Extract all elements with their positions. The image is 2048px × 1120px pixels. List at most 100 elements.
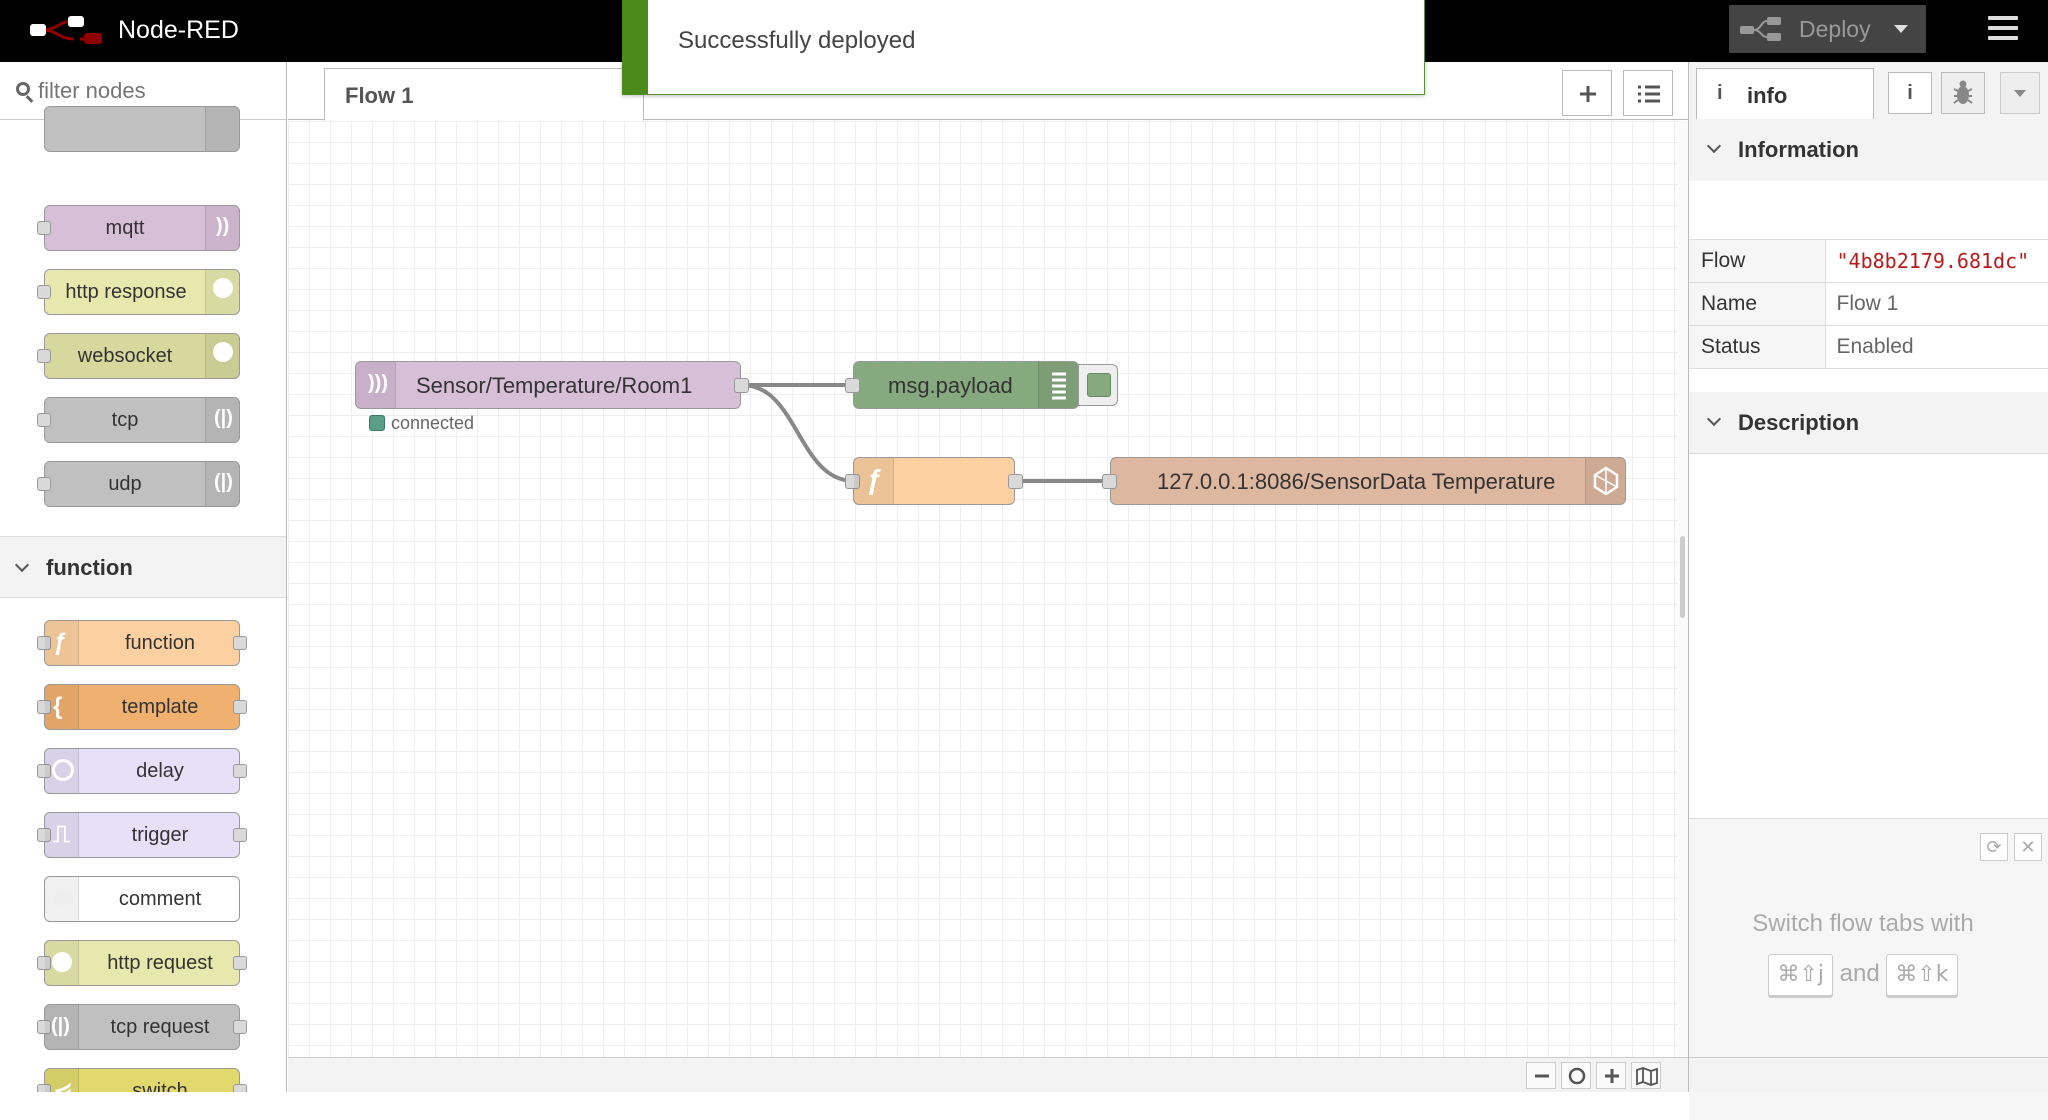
- flow-canvas[interactable]: ))) Sensor/Temperature/Room1 connected m…: [288, 121, 1678, 1057]
- palette-node-label: mqtt: [105, 217, 145, 239]
- broadcast-icon: ))): [356, 362, 396, 408]
- template-icon: {: [45, 685, 79, 729]
- table-row: Status Enabled: [1689, 325, 2048, 369]
- section-description-header[interactable]: Description: [1689, 392, 2048, 454]
- palette-node-label: http response: [65, 281, 187, 303]
- palette-node-websocket[interactable]: websocket: [37, 333, 240, 379]
- switch-icon: ⋞: [45, 1069, 79, 1092]
- palette-node-udp[interactable]: udp (|): [37, 461, 240, 507]
- globe-icon: [205, 270, 239, 314]
- sidebar-footer: [1689, 1057, 2048, 1092]
- section-information-header[interactable]: Information: [1689, 119, 2048, 181]
- zoom-in-button[interactable]: [1596, 1062, 1626, 1089]
- info-key: Flow: [1689, 239, 1826, 283]
- canvas-scrollbar[interactable]: [1678, 121, 1688, 1057]
- info-icon: i: [1907, 82, 1913, 104]
- sidebar-tabs: i info i: [1689, 62, 2048, 121]
- sidebar: i info i Information Flow "4b8b2179.681d…: [1688, 62, 2048, 1120]
- plus-icon: [1580, 86, 1596, 102]
- minus-icon: [1535, 1074, 1549, 1078]
- chevron-down-icon: [1706, 138, 1722, 154]
- tip-text: Switch flow tabs with ⌘⇧j and ⌘⇧k: [1689, 899, 2037, 999]
- palette-node-trigger[interactable]: ⎍ trigger: [37, 812, 247, 858]
- palette-node-http-request[interactable]: http request: [37, 940, 247, 986]
- node-palette: mqtt )) http response websocket tcp (|) …: [0, 62, 287, 1092]
- palette-node-switch[interactable]: ⋞ switch: [37, 1068, 247, 1092]
- info-table: Flow "4b8b2179.681dc" Name Flow 1 Status…: [1689, 239, 2048, 369]
- broadcast-icon: (|): [45, 1005, 79, 1049]
- palette-node-http-response[interactable]: http response: [37, 269, 240, 315]
- palette-node-partial[interactable]: [44, 106, 240, 152]
- map-icon: [1636, 1067, 1658, 1086]
- zoom-reset-button[interactable]: [1561, 1062, 1591, 1089]
- broadcast-icon: )): [205, 206, 239, 250]
- broadcast-icon: (|): [205, 462, 239, 506]
- flow-node-influxdb-out[interactable]: 127.0.0.1:8086/SensorData Temperature: [1102, 457, 1626, 505]
- input-port[interactable]: [1102, 474, 1117, 489]
- database-icon: [1585, 458, 1625, 504]
- info-value: "4b8b2179.681dc": [1825, 239, 2048, 283]
- palette-node-tcp[interactable]: tcp (|): [37, 397, 240, 443]
- palette-node-tcp-request[interactable]: (|) tcp request: [37, 1004, 247, 1050]
- palette-node-label: udp: [108, 473, 142, 495]
- tab-debug-button[interactable]: [1941, 72, 1985, 114]
- tab-info-icon-button[interactable]: i: [1888, 72, 1932, 114]
- flow-node-label: msg.payload: [888, 373, 1013, 398]
- category-label: function: [46, 555, 133, 580]
- table-row: Flow "4b8b2179.681dc": [1689, 239, 2048, 283]
- tab-label: Flow 1: [345, 83, 414, 108]
- add-flow-button[interactable]: [1562, 70, 1612, 116]
- palette-node-label: comment: [118, 888, 202, 910]
- palette-category-function-header[interactable]: function: [0, 536, 286, 598]
- deploy-icon: [1740, 17, 1781, 41]
- chevron-down-icon: [14, 557, 30, 573]
- palette-node-function[interactable]: ƒ function: [37, 620, 247, 666]
- palette-node-comment[interactable]: comment: [44, 876, 240, 922]
- flow-node-function[interactable]: ƒ: [845, 457, 1023, 505]
- deploy-button[interactable]: Deploy: [1729, 5, 1926, 53]
- input-port[interactable]: [845, 378, 860, 393]
- deploy-caret-icon[interactable]: [1894, 25, 1908, 33]
- palette-node-label: template: [121, 696, 199, 718]
- timer-icon: [45, 749, 79, 793]
- deploy-label: Deploy: [1799, 15, 1871, 42]
- function-icon: ƒ: [45, 621, 79, 665]
- navigator-button[interactable]: [1631, 1062, 1661, 1089]
- filter-nodes-input[interactable]: [38, 76, 268, 106]
- debug-toggle-button[interactable]: [1078, 364, 1118, 406]
- shortcut-key: ⌘⇧j: [1768, 954, 1833, 996]
- broadcast-icon: (|): [205, 398, 239, 442]
- info-key: Status: [1689, 325, 1826, 369]
- flow-node-label: Sensor/Temperature/Room1: [416, 373, 693, 398]
- trigger-icon: ⎍: [45, 813, 79, 857]
- output-port[interactable]: [734, 378, 749, 393]
- circle-icon: [1568, 1067, 1586, 1085]
- chevron-down-icon: [2014, 90, 2026, 98]
- list-flows-button[interactable]: [1623, 70, 1673, 116]
- output-port[interactable]: [1008, 474, 1023, 489]
- info-icon: i: [1717, 82, 1723, 104]
- input-port[interactable]: [845, 474, 860, 489]
- flow-node-mqtt-in[interactable]: ))) Sensor/Temperature/Room1: [355, 361, 749, 409]
- app-title: Node-RED: [118, 15, 239, 44]
- bug-icon: [1953, 80, 1973, 104]
- globe-icon: [205, 334, 239, 378]
- plus-icon: [1605, 1069, 1619, 1083]
- sidebar-tab-menu-button[interactable]: [2000, 72, 2040, 114]
- deploy-notification: Successfully deployed: [622, 0, 1425, 95]
- refresh-icon[interactable]: ⟳: [1980, 833, 2008, 861]
- close-icon[interactable]: ✕: [2014, 833, 2042, 861]
- zoom-out-button[interactable]: [1526, 1062, 1556, 1089]
- section-label: Information: [1738, 137, 1859, 162]
- palette-node-mqtt[interactable]: mqtt )): [37, 205, 240, 251]
- section-label: Description: [1738, 410, 1860, 435]
- palette-category-network: mqtt )) http response websocket tcp (|) …: [0, 106, 286, 536]
- debug-list-icon: [1038, 362, 1078, 408]
- palette-node-delay[interactable]: delay: [37, 748, 247, 794]
- info-value: Flow 1: [1825, 282, 2048, 326]
- flow-node-debug[interactable]: msg.payload: [845, 361, 1079, 409]
- tab-info[interactable]: i info: [1696, 68, 1874, 121]
- main-menu-icon[interactable]: [1988, 16, 2018, 42]
- palette-node-template[interactable]: { template: [37, 684, 247, 730]
- tab-flow-1[interactable]: Flow 1: [324, 68, 644, 121]
